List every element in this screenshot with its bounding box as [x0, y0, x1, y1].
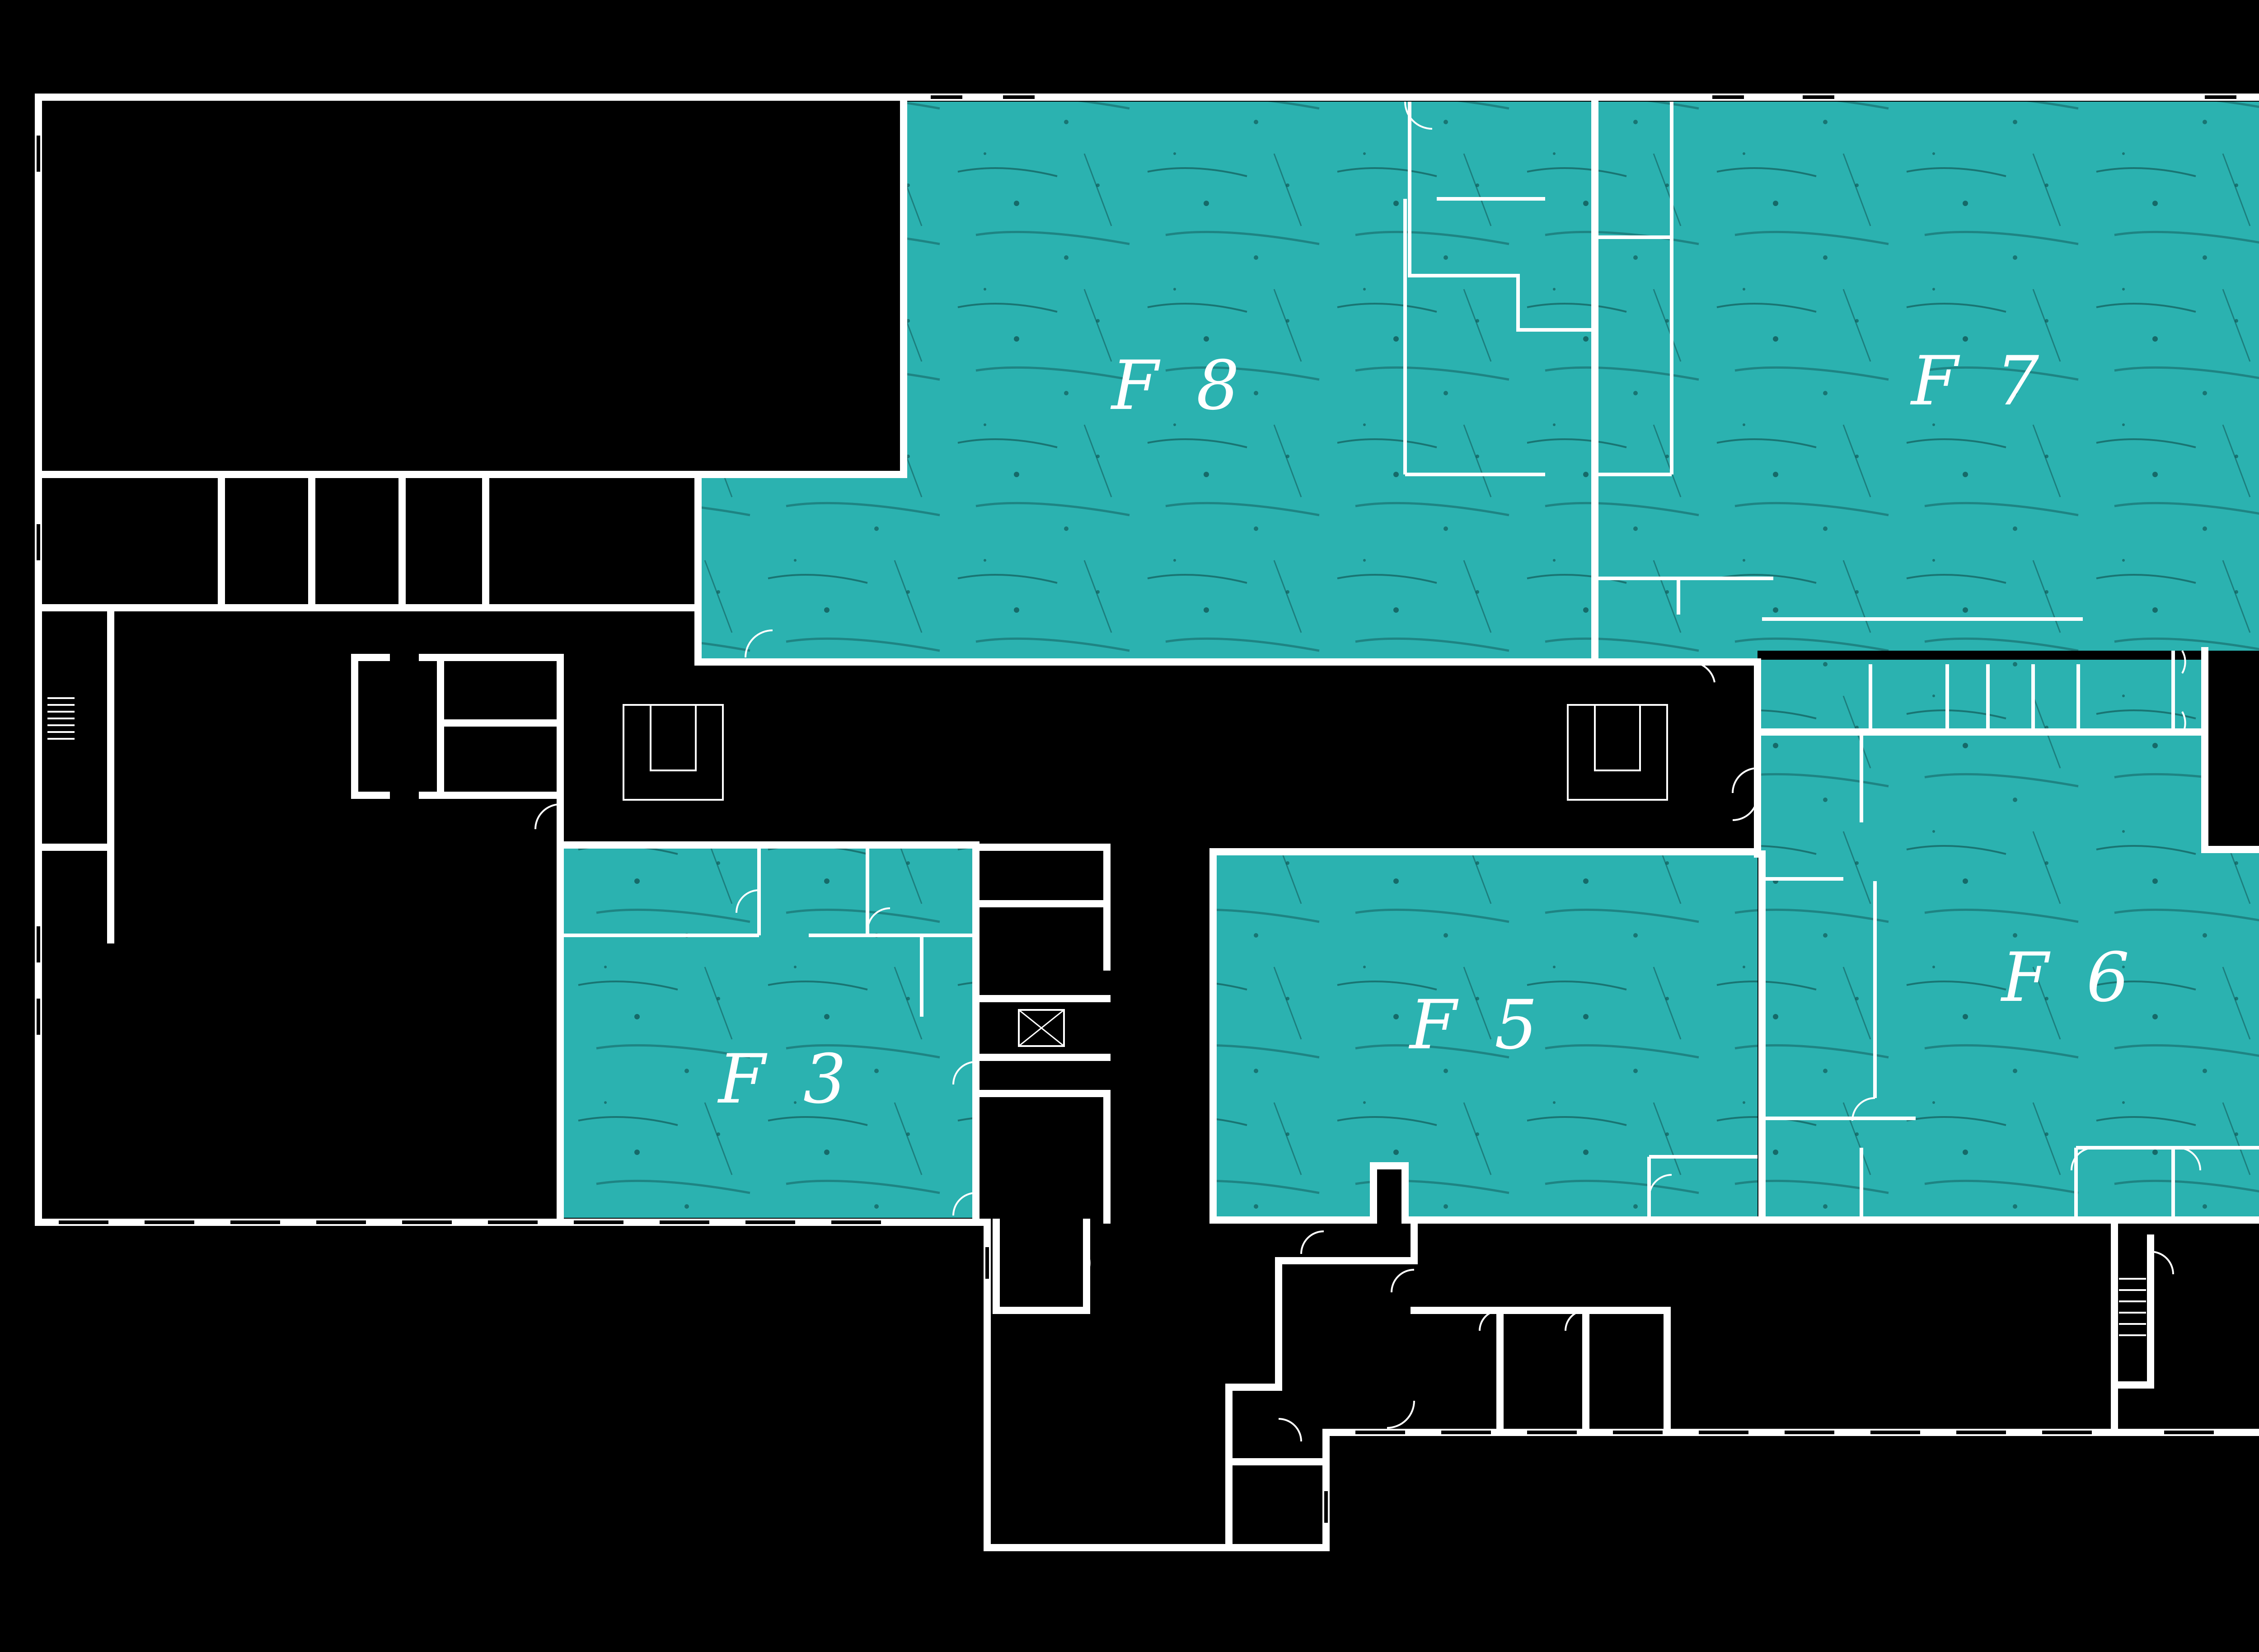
windows — [37, 95, 2236, 1523]
zone-label-f3: F 3 — [717, 1040, 854, 1119]
zone-f6 — [1758, 660, 2259, 1218]
stair-south-east-icon — [2119, 1278, 2146, 1336]
door-swings — [534, 101, 2201, 1442]
zone-f5 — [1213, 852, 1758, 1218]
stair-core-left-icon — [623, 704, 724, 801]
zone-label-f7: F 7 — [1910, 342, 2047, 421]
stair-core-right-icon — [1567, 704, 1668, 801]
stair-left-icon — [47, 697, 75, 740]
zone-f7 — [1595, 102, 2259, 660]
elevator-icon — [1018, 1009, 1065, 1047]
zone-f3 — [560, 845, 976, 1218]
zone-label-f5: F 5 — [1408, 986, 1546, 1065]
zone-label-f8: F 8 — [1110, 347, 1247, 425]
outer-walls — [35, 94, 2259, 1551]
zone-label-f6: F 6 — [2000, 939, 2137, 1017]
zone-f8 — [698, 102, 1595, 660]
